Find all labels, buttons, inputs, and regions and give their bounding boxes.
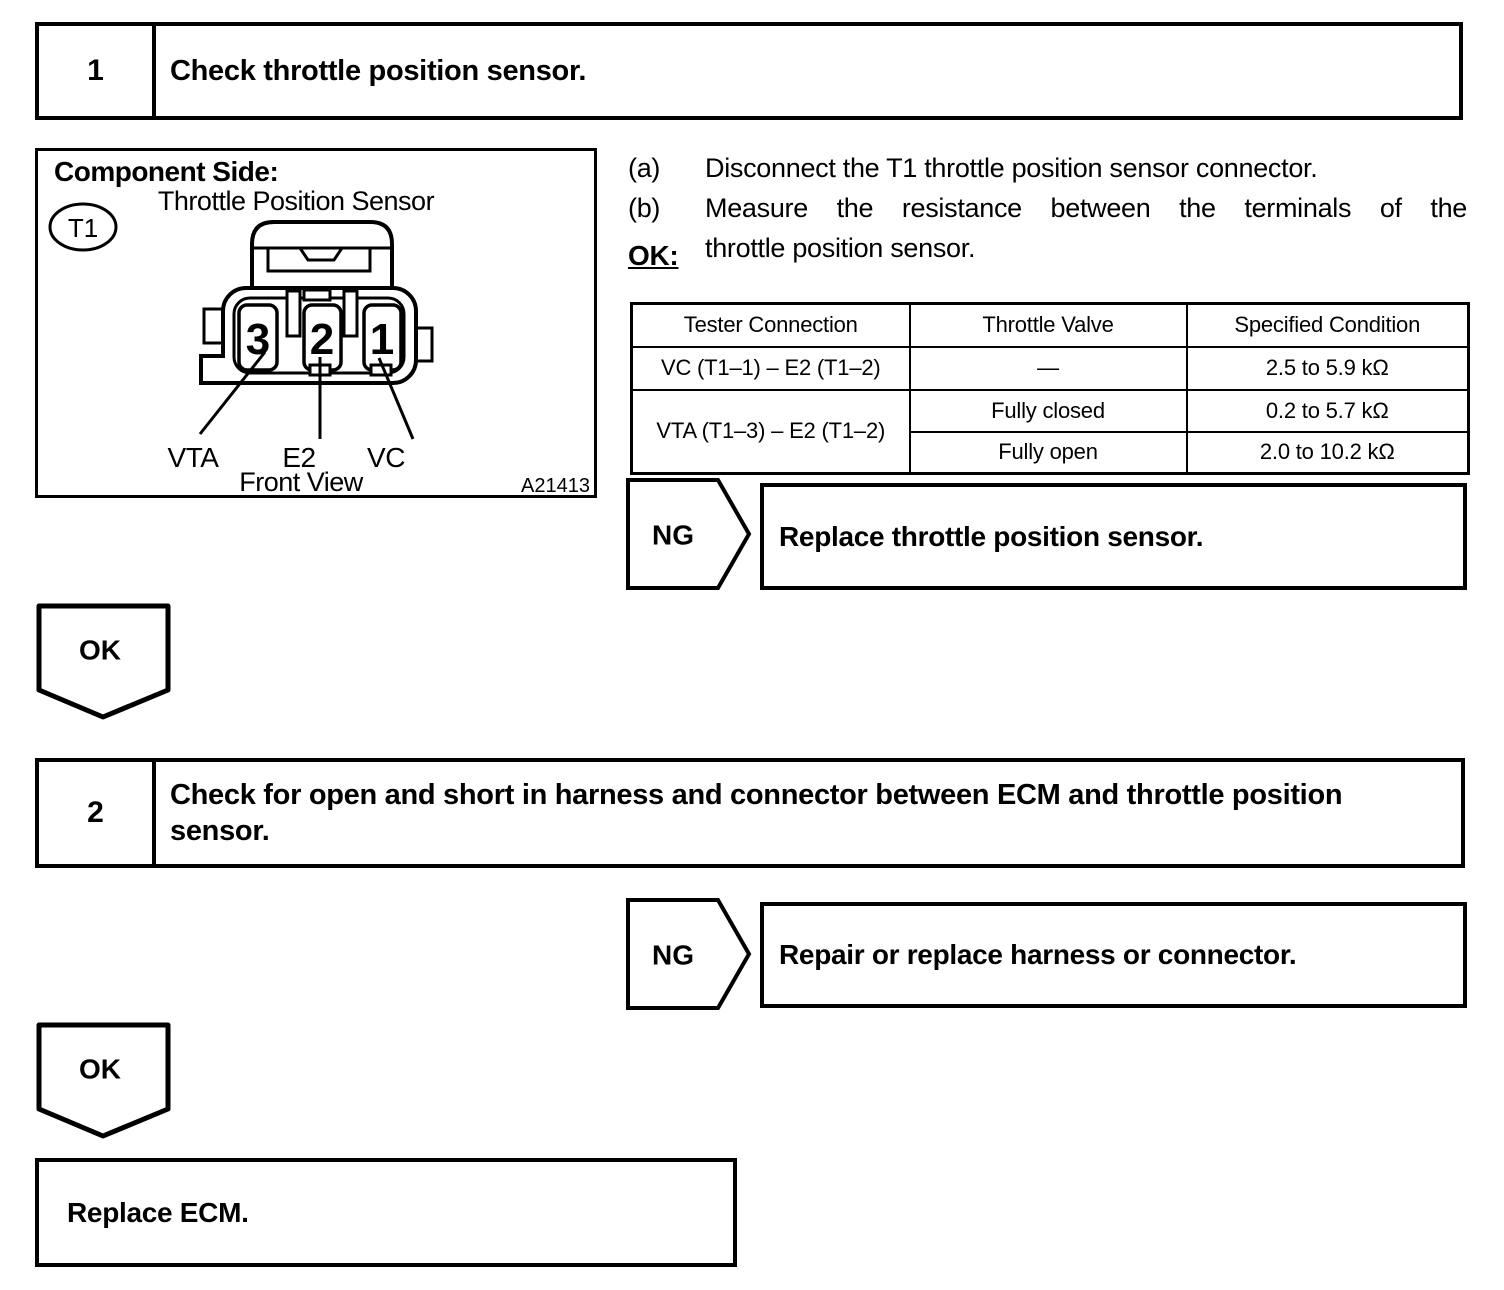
ng-label-2: NG [652, 940, 694, 971]
header-tester-connection: Tester Connection [630, 302, 911, 348]
connector-diagram: Component Side: Throttle Position Sensor… [48, 156, 590, 497]
ok-arrow-2: OK [36, 1022, 171, 1139]
cell-valve-fully-open: Fully open [908, 430, 1188, 475]
step-1-title-text: Check throttle position sensor. [170, 55, 587, 87]
table-row: Fully open 2.0 to 10.2 kΩ [632, 430, 1470, 475]
ng-arrow-2: NG [626, 898, 752, 1010]
front-view-label: Front View [239, 467, 364, 495]
step-1-box: 1 Check throttle position sensor. [35, 22, 1463, 120]
leader-line-vta [198, 351, 267, 435]
ok-arrow-1: OK [36, 603, 171, 720]
component-diagram-box: Component Side: Throttle Position Sensor… [35, 148, 597, 498]
result-text-2: Repair or replace harness or connector. [779, 939, 1297, 970]
cell-valve-none: — [908, 345, 1188, 391]
ng-label-1: NG [652, 520, 694, 551]
cavity-3 [237, 303, 279, 372]
terminal-number-1: 1 [370, 315, 394, 364]
component-side-heading: Component Side: [54, 156, 278, 187]
connector-id-ellipse [48, 202, 118, 252]
result-box-repair-harness: Repair or replace harness or connector. [760, 902, 1467, 1008]
ok-label-2: OK [79, 1054, 121, 1085]
instruction-a-marker: (a) [628, 153, 661, 183]
key-slot-left [285, 289, 302, 338]
cell-condition-2: 0.2 to 5.7 kΩ [1185, 388, 1470, 433]
cell-tester-vc-e2: VC (T1–1) – E2 (T1–2) [630, 345, 911, 391]
step-1-number: 1 [39, 26, 156, 116]
step-2-title: Check for open and short in harness and … [156, 762, 1461, 864]
step-2-number: 2 [39, 762, 156, 864]
table-row: VTA (T1–3) – E2 (T1–2) Fully closed 0.2 … [630, 388, 1470, 475]
instruction-b-marker: (b) [628, 193, 661, 223]
key-slot-right [342, 289, 359, 338]
sensor-label: Throttle Position Sensor [158, 186, 435, 216]
instruction-b: (b) Measure the resistance between the t… [628, 188, 1467, 268]
top-center-notch [302, 288, 332, 302]
spec-table: Tester Connection Throttle Valve Specifi… [630, 302, 1470, 475]
figure-code: A21413 [521, 475, 590, 495]
header-throttle-valve: Throttle Valve [908, 302, 1188, 348]
header-specified-condition: Specified Condition [1185, 302, 1470, 348]
leader-line-vc [377, 357, 415, 440]
instruction-b-text-line2: throttle position sensor. [705, 233, 976, 263]
ok-condition-heading: OK: [628, 240, 679, 271]
final-result-text: Replace ECM. [67, 1196, 249, 1228]
result-box-replace-ecm: Replace ECM. [35, 1158, 737, 1267]
terminal-number-2: 2 [310, 315, 334, 364]
table-row: VC (T1–1) – E2 (T1–2) — 2.5 to 5.9 kΩ [630, 345, 1470, 391]
instruction-a-text: Disconnect the T1 throttle position sens… [705, 153, 1318, 183]
terminal-number-3: 3 [246, 315, 270, 364]
result-text-1: Replace throttle position sensor. [779, 520, 1204, 552]
cell-valve-fully-closed: Fully closed [908, 388, 1188, 433]
connector-id-label: T1 [68, 213, 98, 243]
terminal-label-vta: VTA [168, 442, 220, 473]
terminal-label-vc: VC [367, 442, 405, 473]
table-header-row: Tester Connection Throttle Valve Specifi… [630, 302, 1470, 348]
ok-label-1: OK [79, 635, 121, 666]
housing-latch-recess [266, 246, 372, 273]
result-box-replace-sensor: Replace throttle position sensor. [760, 483, 1467, 590]
instruction-b-text-line1: Measure the resistance between the termi… [705, 193, 1467, 223]
step-2-box: 2 Check for open and short in harness an… [35, 758, 1465, 868]
terminal-label-e2: E2 [282, 442, 315, 473]
cell-condition-3: 2.0 to 10.2 kΩ [1185, 430, 1470, 475]
cell-condition-1: 2.5 to 5.9 kΩ [1185, 345, 1470, 391]
cell-tester-vta-e2: VTA (T1–3) – E2 (T1–2) [630, 388, 911, 475]
ng-arrow-1: NG [626, 478, 752, 590]
step-2-title-text: Check for open and short in harness and … [170, 779, 1343, 847]
step-1-title: Check throttle position sensor. [156, 26, 1459, 116]
instruction-a: (a) Disconnect the T1 throttle position … [628, 148, 1468, 188]
